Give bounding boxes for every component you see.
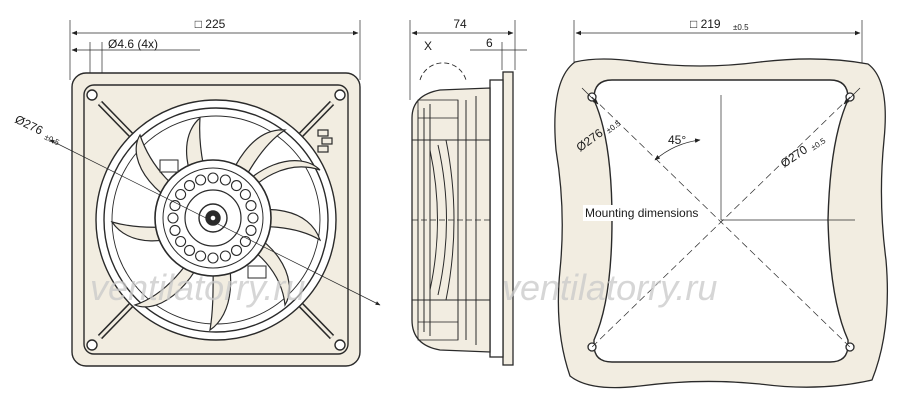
hole-diameter-label: Ø4.6 (4x) bbox=[108, 37, 158, 51]
hub-hole bbox=[183, 244, 196, 256]
front-width-label: □ 225 bbox=[195, 17, 226, 31]
side-depth-label: 74 bbox=[453, 17, 467, 31]
hub-hole bbox=[219, 174, 231, 186]
hub-hole bbox=[169, 224, 181, 236]
hub-hole bbox=[207, 172, 219, 184]
angle-arc bbox=[654, 138, 701, 161]
mount-width-tolerance: ±0.5 bbox=[733, 23, 749, 32]
hub-hole bbox=[245, 200, 257, 212]
front-diameter-dimension-line bbox=[49, 139, 381, 306]
front-diameter-label-group: Ø276 ±0.5 bbox=[13, 112, 62, 147]
watermark: ventilatorry.ru ventilatorry.ru bbox=[90, 267, 717, 308]
mount-hole-br bbox=[334, 339, 346, 351]
front-view bbox=[49, 20, 381, 367]
detail-x-circle bbox=[419, 62, 467, 81]
front-diameter-label: Ø276 bbox=[13, 112, 46, 138]
mounting-caption: Mounting dimensions bbox=[585, 206, 698, 220]
side-view bbox=[409, 20, 527, 366]
side-flange-label: 6 bbox=[486, 36, 493, 50]
hub-hole bbox=[195, 174, 207, 186]
hub-hole bbox=[230, 244, 243, 256]
detail-x-label: X bbox=[424, 39, 432, 53]
caption-background bbox=[583, 205, 701, 221]
hub-hole bbox=[167, 212, 179, 224]
hub-hole bbox=[195, 250, 207, 262]
mount-view bbox=[554, 20, 889, 389]
side-flange bbox=[502, 71, 514, 366]
watermark-text-left: ventilatorry.ru bbox=[90, 267, 305, 308]
mount-hole-tl bbox=[86, 89, 98, 101]
hub-hole bbox=[247, 212, 259, 224]
watermark-text-right: ventilatorry.ru bbox=[502, 267, 717, 308]
hub-hole bbox=[219, 250, 231, 262]
angle-label: 45° bbox=[668, 133, 686, 147]
hub-hole bbox=[207, 252, 219, 264]
hub-hole bbox=[245, 224, 257, 236]
mount-hole-tr bbox=[334, 89, 346, 101]
hub-hole bbox=[175, 235, 187, 248]
front-diameter-tolerance: ±0.5 bbox=[43, 132, 61, 147]
hub-hole bbox=[175, 188, 187, 201]
hub-hole bbox=[183, 180, 196, 192]
hub-hole bbox=[230, 180, 243, 192]
mount-width-label: □ 219 bbox=[690, 17, 721, 31]
mount-hole-bl bbox=[86, 339, 98, 351]
hub-hole bbox=[169, 200, 181, 212]
hub-hole bbox=[239, 188, 251, 201]
